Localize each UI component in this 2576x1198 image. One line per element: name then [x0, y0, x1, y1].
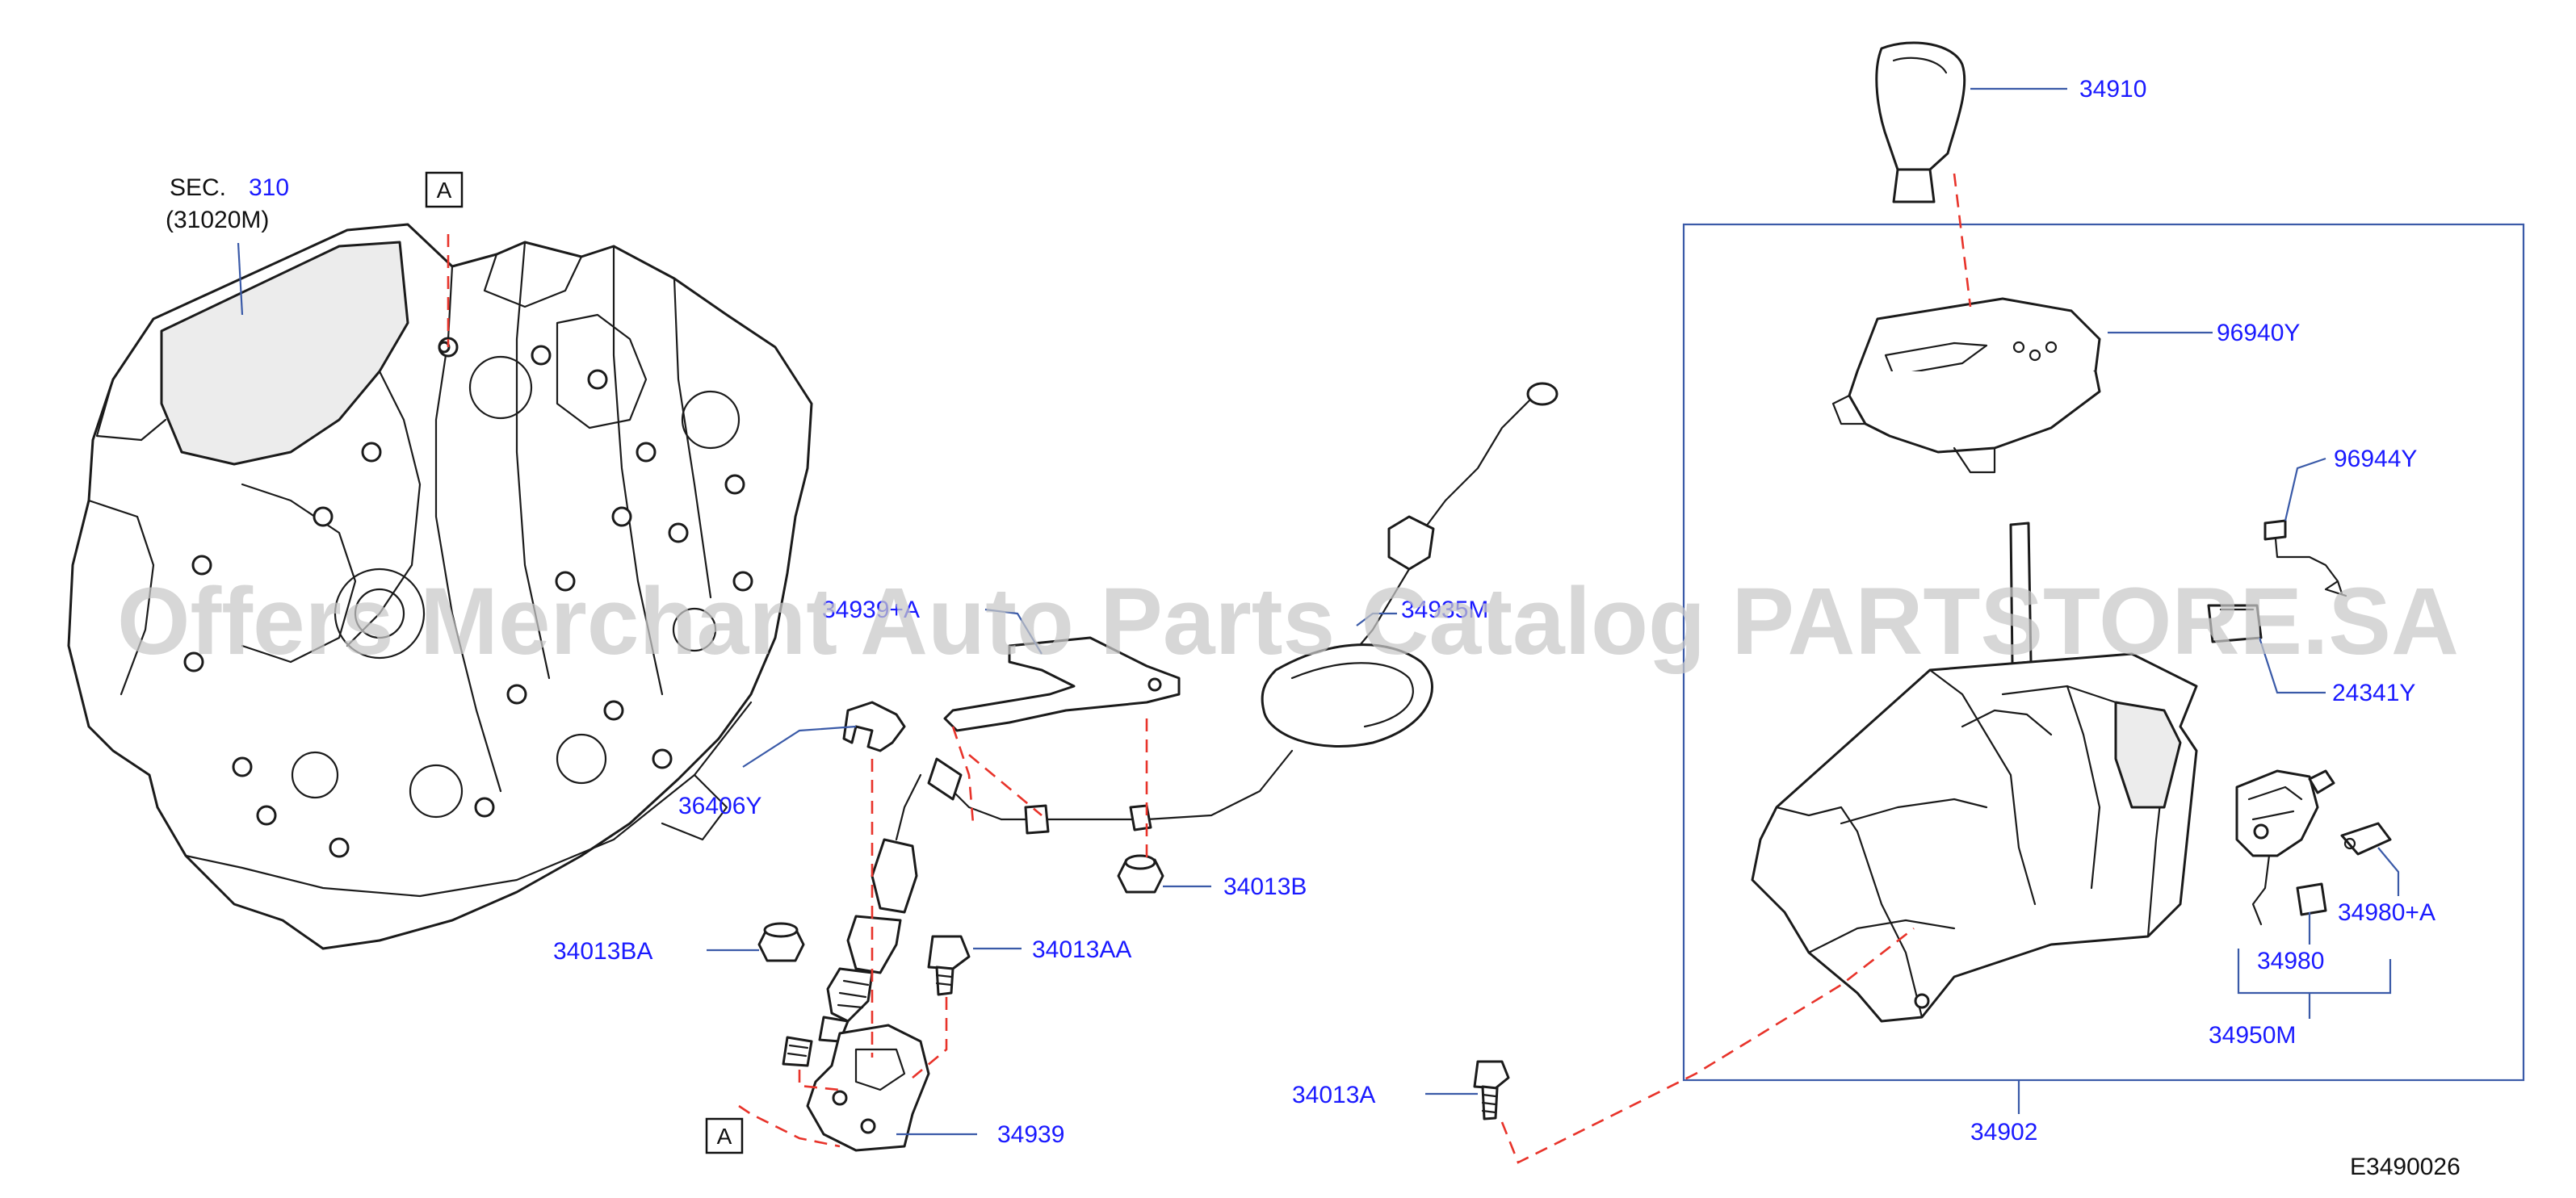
wire-96944y [2263, 519, 2347, 597]
nut-34013ba [757, 922, 805, 962]
transmission-assembly [67, 223, 813, 950]
part-label-36406y[interactable]: 36406Y [678, 793, 761, 819]
reference-mark-a-top: A [425, 171, 464, 208]
bolt-34013a [1473, 1060, 1510, 1121]
reference-mark-a-bottom: A [705, 1117, 744, 1154]
part-label-34935m[interactable]: 34935M [1401, 597, 1488, 623]
reference-mark-letter: A [717, 1124, 732, 1149]
part-labels: 34910 96940Y 96944Y 24341Y 34980+A 34980… [553, 76, 2435, 1148]
indicator-panel-96940y [1831, 297, 2101, 474]
switch-part-34980a [2340, 822, 2392, 856]
part-label-34013b[interactable]: 34013B [1223, 873, 1307, 900]
switch-part-34980 [2296, 882, 2327, 916]
leader-lines [237, 87, 2400, 1136]
section-prefix: SEC. [170, 174, 226, 201]
switch-assembly-34950m [2235, 769, 2335, 926]
part-label-34939[interactable]: 34939 [997, 1121, 1064, 1148]
clip-36406y [842, 701, 906, 752]
part-label-34013ba[interactable]: 34013BA [553, 938, 652, 965]
part-label-34980[interactable]: 34980 [2257, 948, 2324, 974]
part-label-34950m[interactable]: 34950M [2209, 1022, 2296, 1049]
diagram-code: E3490026 [2350, 1154, 2461, 1180]
part-label-96940y[interactable]: 96940Y [2217, 320, 2300, 346]
nut-34013b [1117, 854, 1164, 894]
cable-end-boot [782, 773, 922, 1067]
shifter-group-box [1682, 223, 2525, 1082]
bulb-socket-24341y [2207, 604, 2263, 643]
part-label-34902[interactable]: 34902 [1970, 1119, 2037, 1146]
part-label-34939a[interactable]: 34939+A [822, 597, 920, 623]
reference-mark-letter: A [437, 178, 452, 203]
section-reference: SEC. 310 (31020M) [166, 174, 289, 233]
bracket-34939 [806, 1024, 930, 1152]
watermark-text: Offers Merchant Auto Parts Catalog PARTS… [117, 568, 2459, 675]
part-label-24341y[interactable]: 24341Y [2332, 680, 2415, 706]
part-label-34980a[interactable]: 34980+A [2338, 899, 2435, 926]
section-part-code: (31020M) [166, 207, 269, 233]
shift-knob-34910 [1875, 41, 1966, 203]
part-label-96944y[interactable]: 96944Y [2334, 446, 2417, 472]
bracket-34939a [943, 636, 1181, 732]
alignment-lines [447, 173, 1972, 1164]
section-number-link[interactable]: 310 [249, 174, 289, 201]
shifter-assembly-34902 [1751, 522, 2198, 1023]
part-label-34013aa[interactable]: 34013AA [1032, 936, 1131, 963]
control-cable-assembly [927, 382, 1559, 835]
part-label-34013a[interactable]: 34013A [1292, 1082, 1375, 1108]
part-label-34910[interactable]: 34910 [2079, 76, 2146, 103]
bolt-34013aa [927, 935, 971, 996]
